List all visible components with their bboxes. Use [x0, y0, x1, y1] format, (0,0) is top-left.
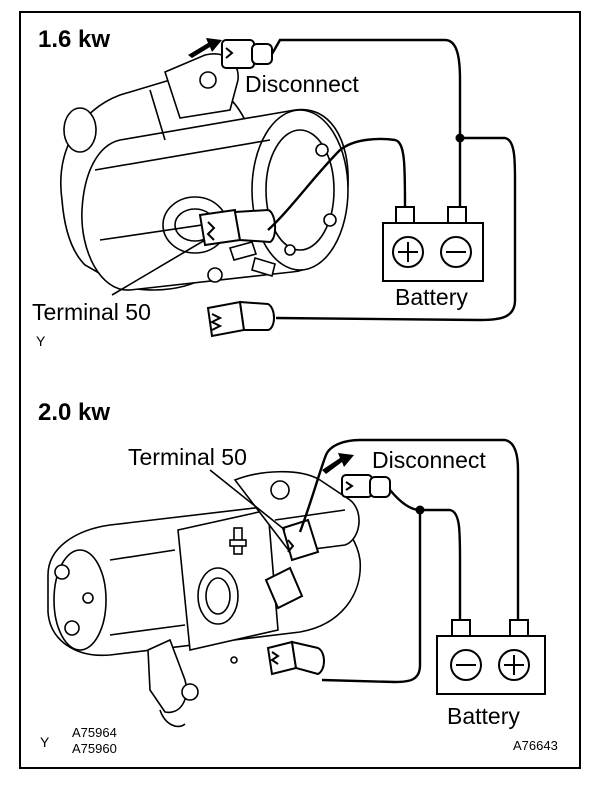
wiring-bottom [298, 438, 520, 684]
figure-code-left-2: A75960 [72, 741, 117, 756]
figure-code-right: A76643 [513, 738, 558, 753]
label-terminal-50-bottom: Terminal 50 [128, 444, 247, 470]
title-1-6kw: 1.6 kw [38, 26, 110, 53]
disconnect-arrow-bottom [322, 453, 354, 474]
figure-border [19, 11, 581, 769]
label-battery-bottom: Battery [447, 703, 520, 729]
label-terminal-50-top: Terminal 50 [32, 299, 151, 325]
test-lead-clip-bottom [266, 640, 325, 676]
label-disconnect-top: Disconnect [245, 71, 359, 97]
title-2-0kw: 2.0 kw [38, 399, 110, 426]
label-disconnect-bottom: Disconnect [372, 447, 486, 473]
disconnected-connector-bottom [341, 474, 391, 498]
terminal-50-connector-bottom [264, 518, 320, 610]
label-marker-y-top: Y [36, 333, 46, 349]
disconnected-connector-top [221, 39, 273, 69]
starter-motor-1-6kw [60, 53, 349, 291]
label-marker-y-bottom: Y [40, 734, 50, 750]
terminal-50-leader-top [111, 239, 206, 296]
starter-motor-2-0kw [47, 470, 361, 728]
battery-bottom [436, 619, 546, 695]
terminal-50-connector-top [198, 208, 276, 247]
battery-top [382, 206, 484, 282]
disconnect-arrow-top [188, 38, 222, 58]
figure-code-left-1: A75964 [72, 725, 117, 740]
test-lead-clip-top [206, 300, 275, 338]
label-battery-top: Battery [395, 284, 468, 310]
wire-junction-bottom [415, 505, 425, 515]
terminal-50-leader-bottom [209, 469, 286, 531]
wire-junction-top [455, 133, 465, 143]
wiring-top [267, 38, 517, 322]
